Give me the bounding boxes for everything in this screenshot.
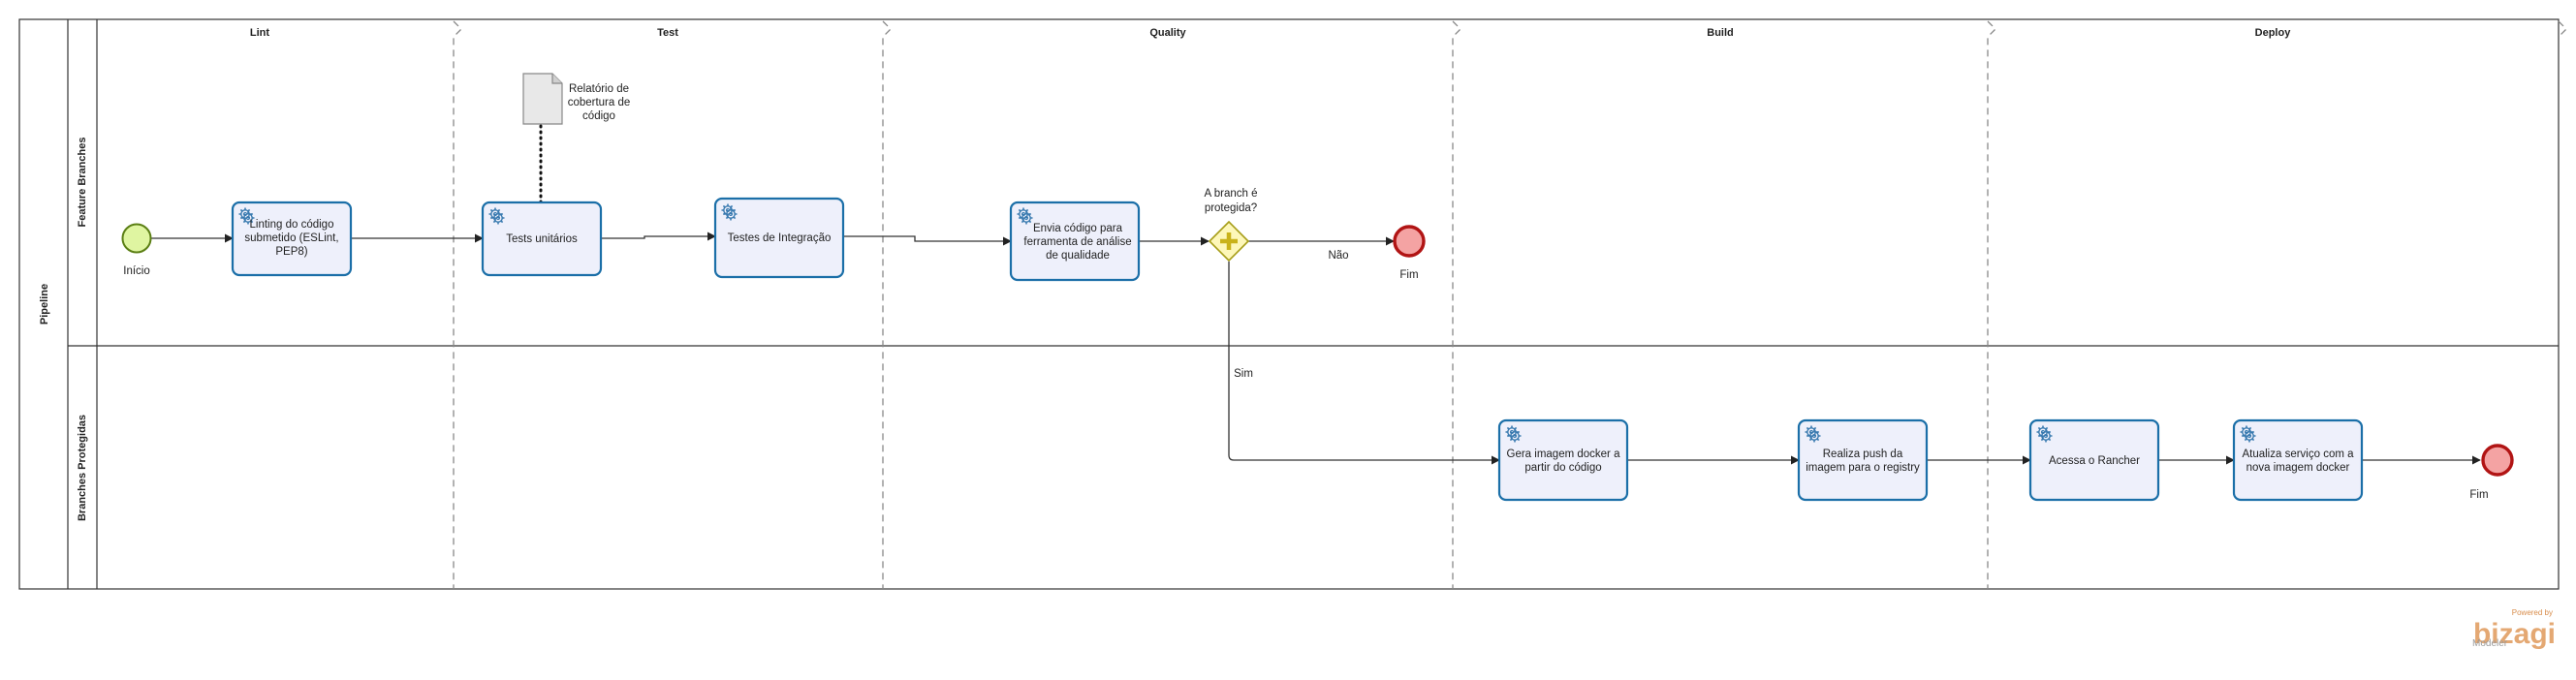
task-build-image-line-2: partir do código: [1524, 462, 1601, 474]
task-integration-tests-line-1: Testes de Integração: [728, 232, 832, 244]
start-event[interactable]: [121, 223, 152, 254]
phase-deploy: Deploy: [2255, 27, 2292, 39]
end-event-protected-label: Fim: [2469, 489, 2488, 501]
task-push-image[interactable]: Realiza push da imagem para o registry: [1797, 418, 1929, 502]
powered-by-text: Powered by: [2512, 608, 2553, 617]
parallel-gateway[interactable]: [1208, 220, 1250, 263]
task-update-service[interactable]: Atualiza serviço com a nova imagem docke…: [2232, 418, 2364, 502]
task-rancher[interactable]: Acessa o Rancher: [2028, 418, 2160, 502]
task-update-service-line-1: Atualiza serviço com a: [2242, 448, 2354, 460]
pool-border: [18, 18, 2560, 590]
flow-gateway-yes: [1228, 262, 1500, 465]
sequence-flows: [151, 232, 2481, 465]
artifact-label-line-3: código: [582, 110, 615, 122]
gateway-label-line-2: protegida?: [1205, 202, 1257, 214]
brand-name: bizagi: [2473, 618, 2556, 650]
artifact-label-line-1: Relatório de: [569, 83, 629, 95]
end-event-feature-label: Fim: [1399, 269, 1418, 281]
phase-quality: Quality: [1149, 27, 1186, 39]
task-unit-tests[interactable]: Tests unitários: [481, 201, 603, 277]
task-quality-line-1: Envia código para: [1033, 223, 1123, 234]
phase-separators: [453, 20, 2567, 589]
phase-build: Build: [1707, 27, 1734, 39]
task-lint-line-3: PEP8): [275, 246, 307, 258]
task-lint-line-2: submetido (ESLint,: [244, 232, 338, 244]
lane-label-protected: Branches Protegidas: [77, 415, 88, 521]
task-build-image-line-1: Gera imagem docker a: [1507, 448, 1621, 460]
task-update-service-line-2: nova imagem docker: [2246, 462, 2350, 474]
data-object-icon[interactable]: [522, 73, 563, 125]
lane-label-feature: Feature Branches: [77, 138, 88, 228]
phase-test: Test: [657, 27, 678, 39]
task-build-image[interactable]: Gera imagem docker a partir do código: [1497, 418, 1629, 502]
end-event-protected[interactable]: [2481, 444, 2514, 477]
phase-lint: Lint: [250, 27, 269, 39]
task-quality-line-2: ferramenta de análise: [1023, 236, 1131, 248]
start-event-label: Início: [123, 265, 150, 277]
artifact-label-line-2: cobertura de: [568, 97, 631, 108]
pool-label: Pipeline: [39, 284, 50, 325]
task-lint[interactable]: Linting do código submetido (ESLint, PEP…: [231, 201, 353, 277]
flow-label-yes: Sim: [1234, 368, 1253, 380]
end-event-feature[interactable]: [1393, 225, 1426, 258]
task-push-image-line-1: Realiza push da: [1823, 448, 1903, 460]
task-unit-tests-line-1: Tests unitários: [506, 233, 578, 245]
task-integration-tests[interactable]: Testes de Integração: [713, 197, 845, 279]
task-rancher-line-1: Acessa o Rancher: [2049, 455, 2140, 467]
gateway-label-line-1: A branch é: [1205, 188, 1258, 200]
flow-unit-to-integration: [601, 232, 716, 241]
brand-product: Modeler: [2472, 638, 2508, 649]
plus-icon: [1220, 232, 1238, 250]
task-quality-line-3: de qualidade: [1046, 250, 1110, 262]
task-quality[interactable]: Envia código para ferramenta de análise …: [1009, 201, 1141, 282]
flow-label-no: Não: [1328, 250, 1348, 262]
pool: Pipeline Feature Branches Branches Prote…: [18, 18, 2560, 590]
flow-integration-to-quality: [843, 235, 1012, 246]
bizagi-logo: Powered by bizagi Modeler: [2472, 608, 2556, 650]
task-lint-line-1: Linting do código: [250, 219, 334, 231]
task-push-image-line-2: imagem para o registry: [1806, 462, 1920, 474]
